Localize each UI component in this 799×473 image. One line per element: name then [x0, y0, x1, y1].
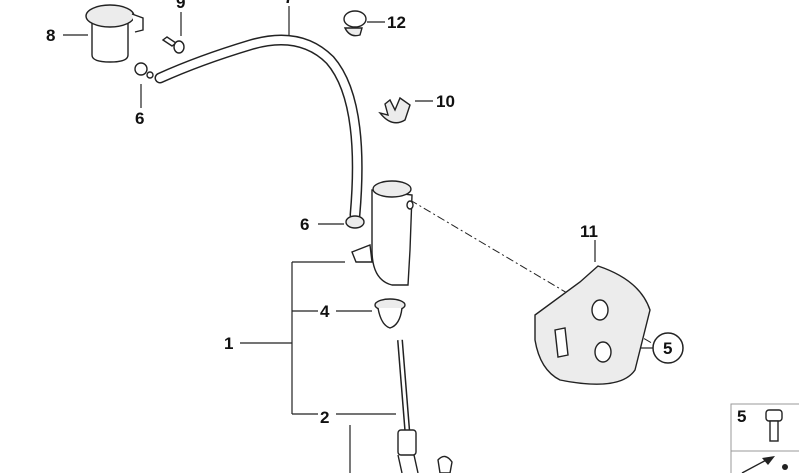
- label-5-callout: 5: [663, 339, 673, 358]
- label-10: 10: [436, 92, 455, 111]
- bolt-part: [161, 36, 185, 54]
- reservoir-part: [85, 4, 144, 63]
- label-1: 1: [224, 334, 234, 353]
- clamp-part: [134, 62, 154, 79]
- label-11: 11: [580, 222, 598, 241]
- label-6-middle: 6: [300, 215, 310, 234]
- bracket-11-part: [534, 265, 651, 385]
- inset-box: [730, 403, 799, 473]
- callout-circle-5: [652, 332, 684, 364]
- master-cylinder-part: [351, 180, 414, 286]
- inset-label-5: 5: [737, 407, 747, 426]
- label-7: 7: [284, 0, 293, 6]
- label-2: 2: [320, 408, 330, 427]
- clamp-middle-part: [345, 215, 365, 229]
- seal-part: [374, 298, 406, 329]
- label-8: 8: [46, 26, 56, 45]
- clip-12-part: [343, 10, 367, 37]
- bracket-1: [291, 261, 345, 415]
- label-9: 9: [176, 0, 186, 12]
- label-6-top: 6: [135, 109, 145, 128]
- pushrod-part: [397, 339, 453, 473]
- clip-10-part: [378, 96, 411, 124]
- label-12: 12: [387, 13, 406, 32]
- label-4: 4: [320, 302, 330, 321]
